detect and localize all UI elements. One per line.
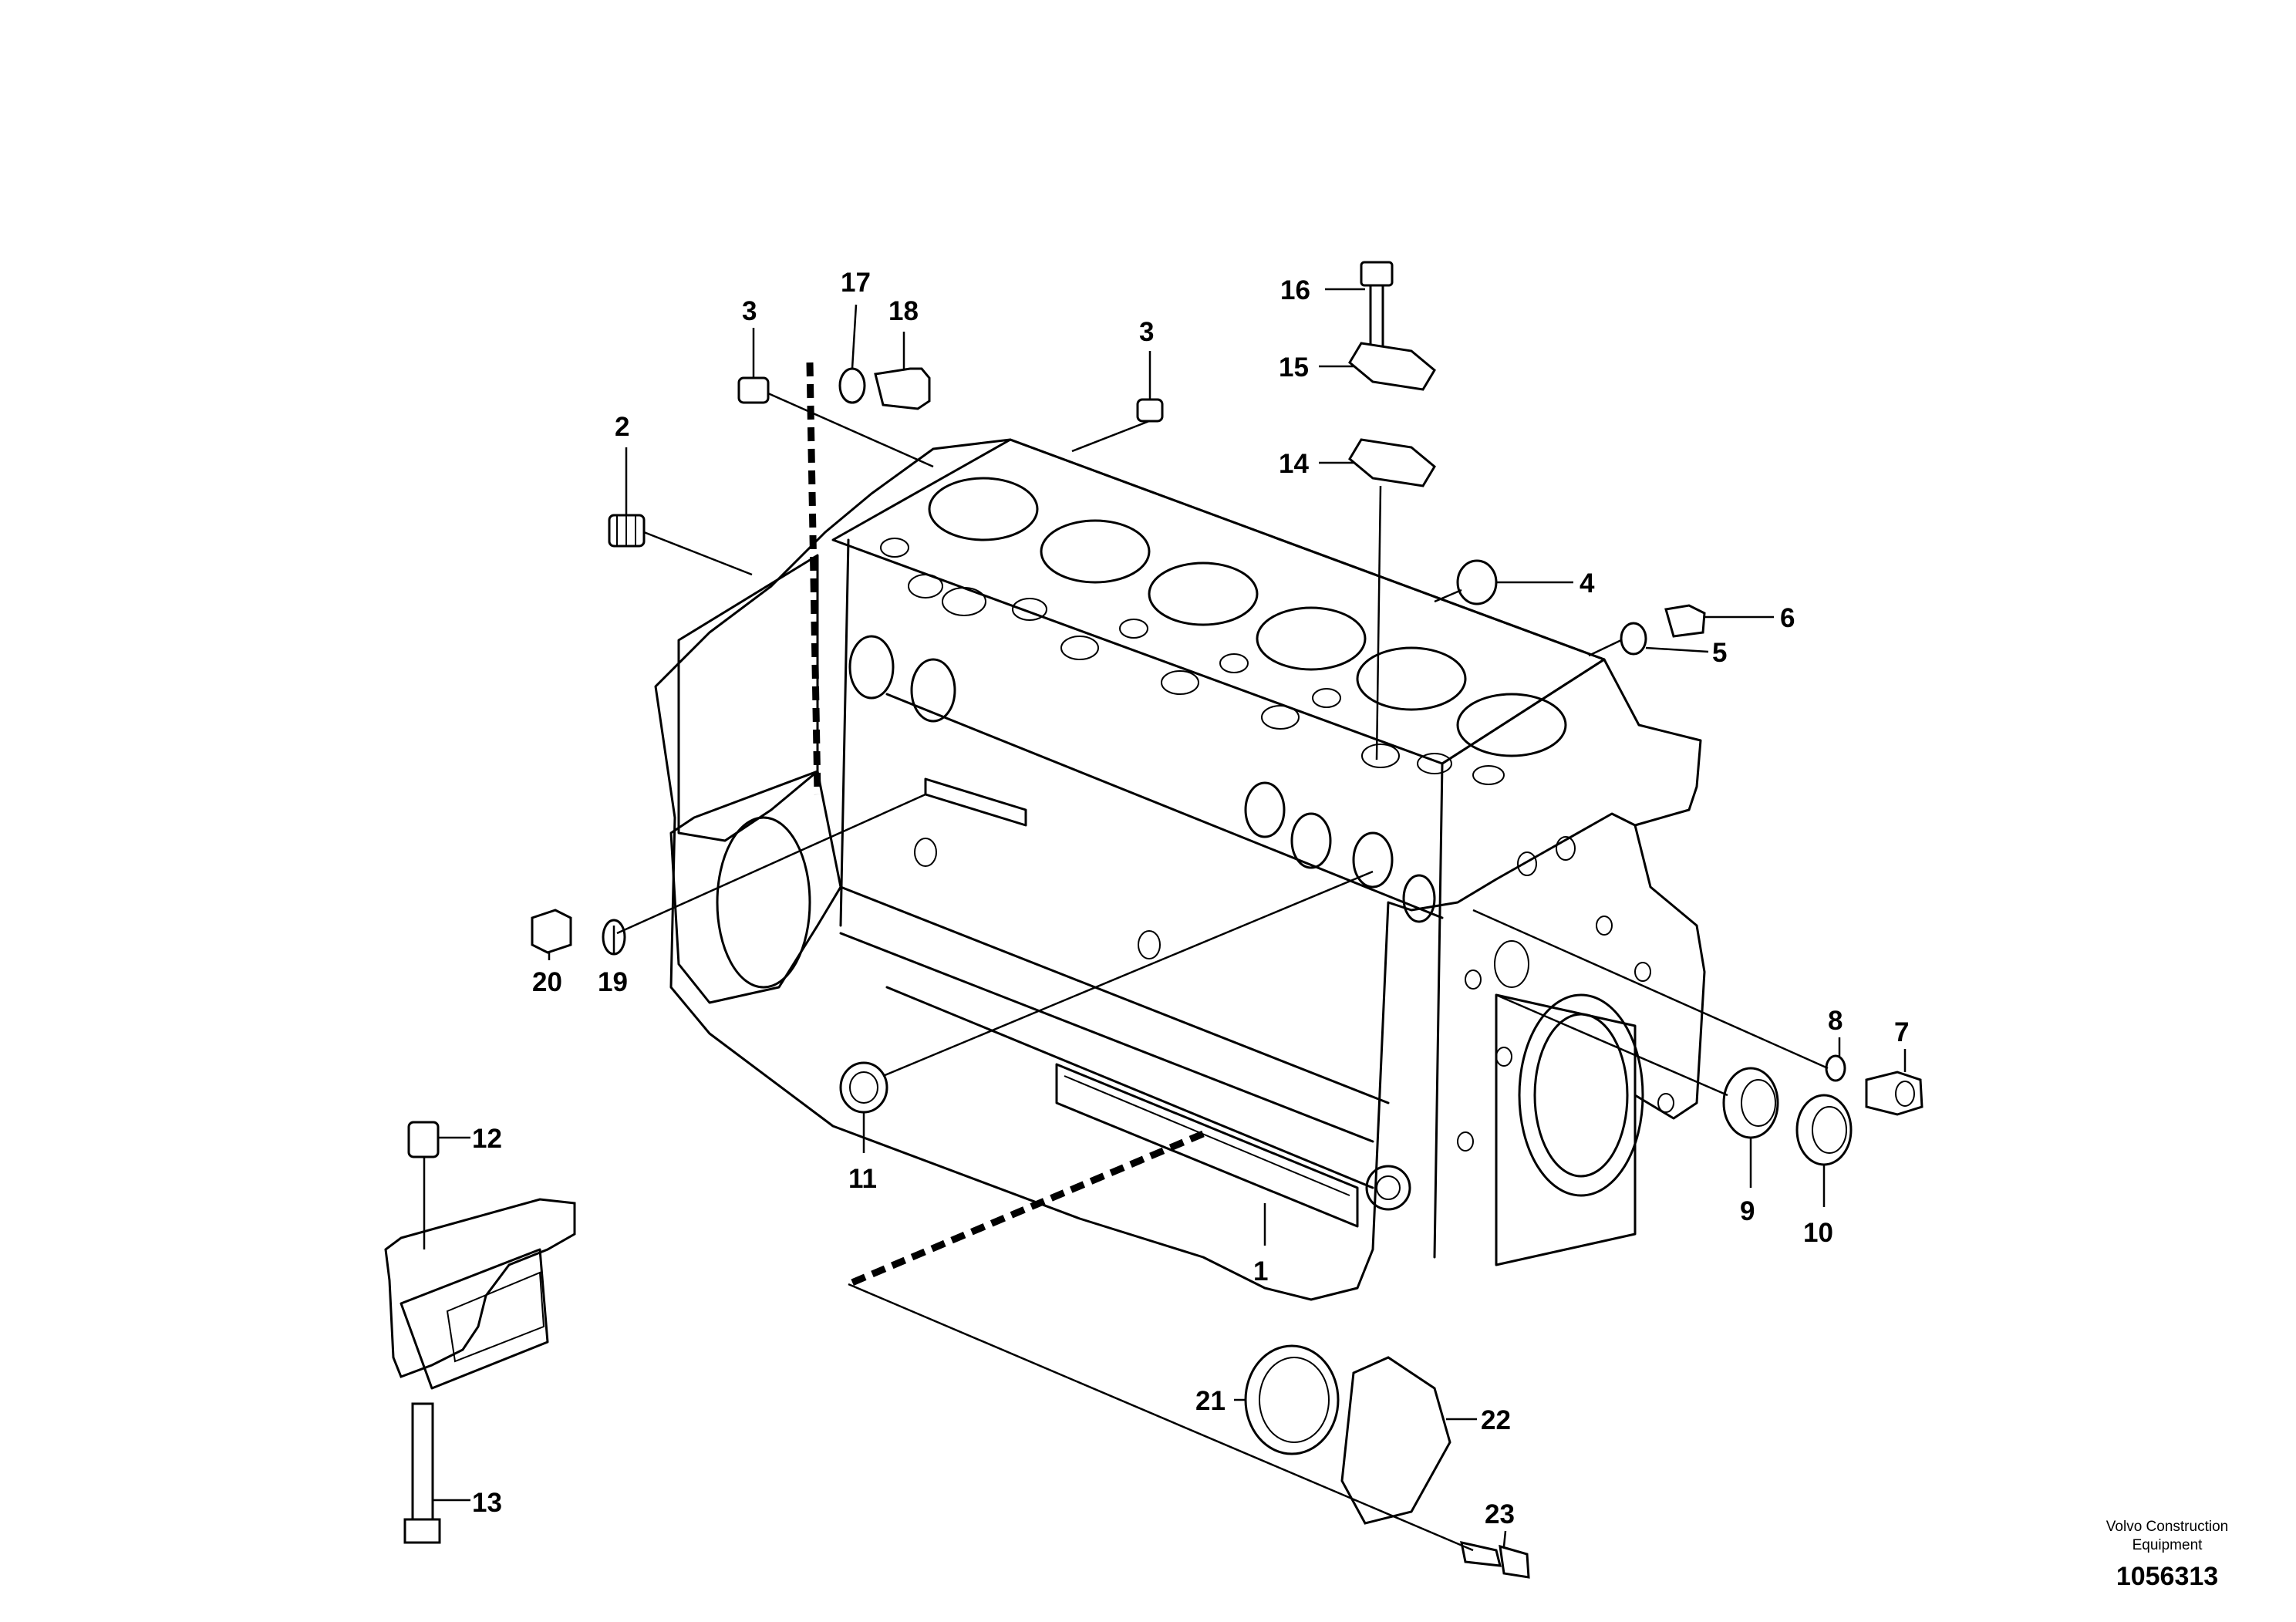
callout-11: 11 <box>848 1164 877 1194</box>
part-22-cover <box>1340 1356 1477 1525</box>
part-6-plug <box>1664 604 1774 638</box>
callout-8: 8 <box>1828 1006 1843 1036</box>
part-2-plug <box>608 447 753 576</box>
callout-4: 4 <box>1580 568 1595 599</box>
callout-22: 22 <box>1481 1405 1511 1435</box>
callout-labels: 1 2 3 3 4 5 6 7 8 9 10 11 12 13 14 15 16… <box>472 268 1909 1529</box>
callout-5: 5 <box>1712 638 1727 668</box>
brand-line-1: Volvo Construction <box>2106 1519 2228 1535</box>
callout-13: 13 <box>472 1488 502 1518</box>
callout-7: 7 <box>1894 1017 1909 1047</box>
callout-2: 2 <box>615 412 629 442</box>
part-20-bolt <box>531 909 572 960</box>
callout-23: 23 <box>1485 1499 1515 1529</box>
part-21-seal <box>1234 1344 1340 1455</box>
part-11-seal <box>839 870 1374 1153</box>
part-12-dowel <box>407 1121 470 1158</box>
part-3-left-plug <box>737 328 934 468</box>
callout-15: 15 <box>1279 352 1309 383</box>
cover-leader <box>848 1283 1474 1552</box>
callout-3-right: 3 <box>1139 317 1154 347</box>
part-3-right-plug <box>1071 351 1164 453</box>
part-5-seal <box>1588 622 1709 657</box>
part-15-cover <box>1319 342 1436 391</box>
callout-19: 19 <box>598 967 628 997</box>
drawing-number: 1056313 <box>2116 1562 2218 1591</box>
callout-16: 16 <box>1280 275 1310 305</box>
callout-3-left: 3 <box>742 296 757 326</box>
part-14-gasket <box>1319 438 1436 760</box>
callout-18: 18 <box>888 296 919 326</box>
engine-block <box>654 438 1706 1301</box>
part-8-oring <box>1472 909 1846 1082</box>
callout-12: 12 <box>472 1124 502 1154</box>
part-9-seal <box>1495 993 1779 1188</box>
callout-10: 10 <box>1803 1218 1833 1248</box>
part-7-plug <box>1865 1049 1923 1116</box>
part-13-bolt <box>403 1402 470 1544</box>
callout-17: 17 <box>841 268 871 298</box>
brand-line-2: Equipment <box>2132 1537 2203 1553</box>
callout-6: 6 <box>1780 603 1795 633</box>
callout-21: 21 <box>1195 1386 1226 1416</box>
part-10-seal <box>1795 1094 1853 1207</box>
part-19-washer <box>602 793 926 956</box>
part-18-plug <box>874 332 931 410</box>
part-16-bolt <box>1325 261 1394 360</box>
callout-20: 20 <box>532 967 562 997</box>
part-4-cap <box>1434 559 1573 605</box>
part-23-bolt <box>1460 1530 1530 1579</box>
callout-14: 14 <box>1279 449 1309 479</box>
part-17-washer <box>838 304 866 404</box>
bearing-cap <box>384 1157 576 1390</box>
footer: Volvo Construction Equipment 1056313 <box>2106 1519 2228 1591</box>
dashed-reference-lines <box>806 362 1205 1288</box>
callout-1: 1 <box>1253 1256 1268 1286</box>
callout-9: 9 <box>1740 1196 1755 1226</box>
